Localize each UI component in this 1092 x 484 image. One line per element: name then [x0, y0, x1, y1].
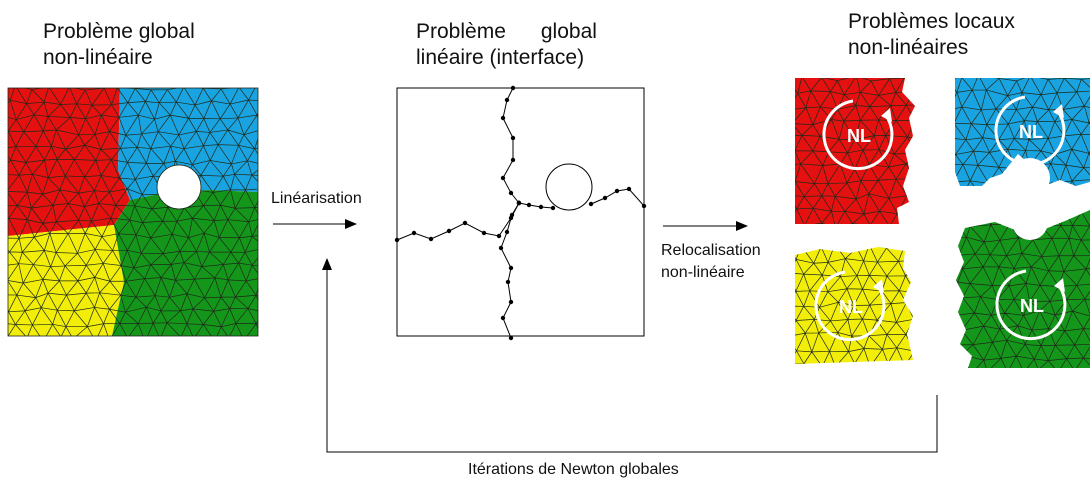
- newton-iterations-label: Itérations de Newton globales: [468, 461, 679, 478]
- relocalisation-label-line1: Relocalisation: [661, 242, 761, 259]
- interface-hole: [545, 163, 593, 211]
- interface-node: [500, 175, 506, 181]
- relocalisation-arrow: [663, 221, 748, 231]
- interface-node: [446, 228, 452, 234]
- interface-node: [538, 204, 544, 210]
- nl-label-green: NL: [1020, 296, 1044, 316]
- interface-node: [496, 233, 502, 239]
- interface-node: [411, 230, 417, 236]
- local-subdomain-blue: [955, 78, 1090, 198]
- linearisation-arrow: [273, 219, 357, 229]
- local-subdomain-yellow: [795, 247, 913, 364]
- global-nonlinear-mesh: [7, 87, 259, 337]
- global-domain-border: [7, 87, 259, 337]
- interface-node: [510, 85, 516, 91]
- interface-node: [508, 190, 514, 196]
- interface-domain-border: [396, 87, 645, 337]
- interface-node: [641, 203, 647, 209]
- interface-node: [602, 195, 608, 201]
- interface-node: [550, 205, 556, 211]
- nl-label-red: NL: [847, 126, 871, 146]
- interface-node: [428, 236, 434, 242]
- local-problems: NL NL NL NL: [795, 78, 1090, 368]
- interface-node: [626, 186, 632, 192]
- title-local-problems-line2: non-linéaires: [848, 36, 969, 59]
- interface-node: [500, 115, 506, 121]
- title-global-linear-line1: Problème global: [416, 20, 597, 43]
- newton-loop-arrow: [322, 258, 938, 453]
- interface-node: [500, 315, 506, 321]
- linearisation-label: Linéarisation: [271, 190, 362, 207]
- global-linear-interface: [394, 85, 647, 341]
- interface-node: [505, 279, 511, 285]
- title-local-problems-line1: Problèmes locaux: [848, 10, 1015, 33]
- title-global-nonlinear-line1: Problème global: [43, 20, 195, 43]
- interface-node: [508, 299, 514, 305]
- interface-node: [498, 245, 504, 251]
- title-global-nonlinear-line2: non-linéaire: [43, 46, 153, 69]
- nl-badge-green: NL: [995, 269, 1067, 341]
- nl-badge-yellow: NL: [814, 270, 886, 342]
- relocalisation-label-line2: non-linéaire: [661, 264, 745, 281]
- interface-node: [516, 200, 522, 206]
- interface-node: [508, 335, 514, 341]
- interface-node: [462, 220, 468, 226]
- title-global-linear-line2: linéaire (interface): [416, 46, 585, 69]
- interface-node: [588, 201, 594, 207]
- nl-badge-blue: NL: [994, 95, 1066, 167]
- interface-node: [508, 265, 514, 271]
- interface-node: [510, 135, 516, 141]
- interface-node: [510, 157, 516, 163]
- nl-badge-red: NL: [822, 99, 894, 171]
- hole: [156, 164, 202, 210]
- local-subdomain-green: [956, 204, 1090, 368]
- interface-node: [526, 202, 532, 208]
- nl-label-yellow: NL: [839, 297, 863, 317]
- interface-node: [504, 229, 510, 235]
- interface-node: [504, 97, 510, 103]
- interface-node: [614, 188, 620, 194]
- interface-node: [394, 237, 400, 243]
- nl-label-blue: NL: [1019, 122, 1043, 142]
- interface-node: [508, 215, 514, 221]
- interface-node: [481, 230, 487, 236]
